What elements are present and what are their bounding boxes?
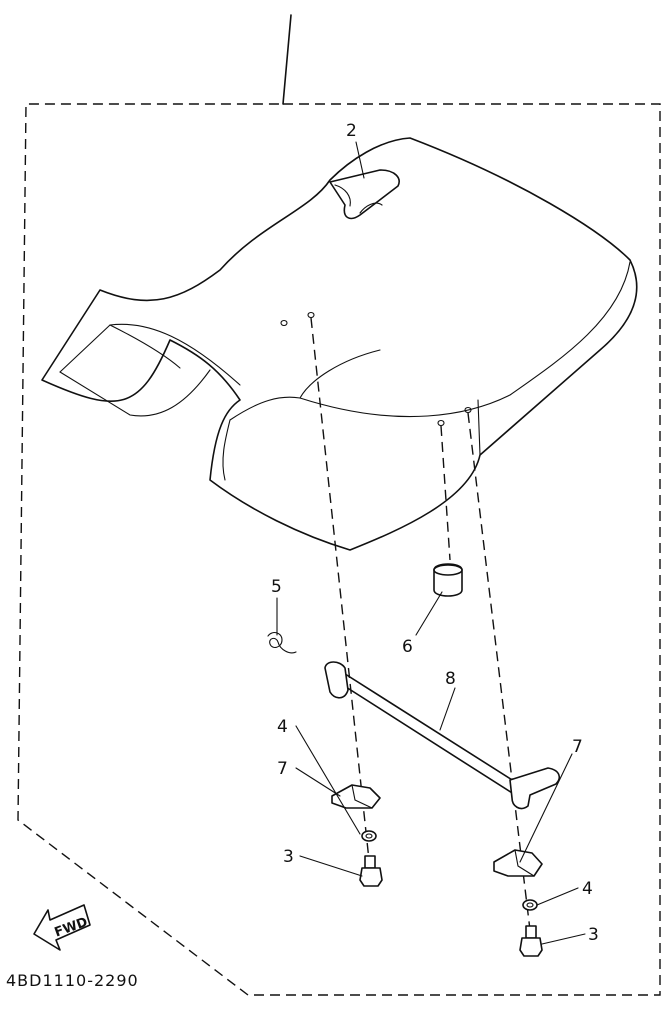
seat-lock-rod xyxy=(324,661,561,810)
callout-4-right: 4 xyxy=(582,879,593,899)
callout-6: 6 xyxy=(402,637,413,657)
callout-5: 5 xyxy=(271,577,282,597)
callout-8: 8 xyxy=(445,669,456,689)
seat-body xyxy=(41,137,638,551)
callout-7-left: 7 xyxy=(277,759,288,779)
callout-2: 2 xyxy=(346,121,357,141)
callout-3-right: 3 xyxy=(588,925,599,945)
seat-strap xyxy=(329,169,400,220)
right-hardware xyxy=(493,849,543,957)
drawing-code: 4BD1110-2290 xyxy=(6,971,139,990)
assembly-guides xyxy=(310,317,531,931)
left-hardware xyxy=(331,784,383,887)
spring-clip xyxy=(267,631,297,654)
callout-4-left: 4 xyxy=(277,717,288,737)
forward-arrow-icon: FWD xyxy=(33,904,91,951)
damper-block xyxy=(433,563,463,597)
callout-7-right: 7 xyxy=(572,737,583,757)
assembly-boundary xyxy=(17,14,661,996)
mounting-holes xyxy=(280,311,472,427)
callout-labels: 2 5 6 8 7 4 3 7 4 3 xyxy=(271,121,599,945)
leader-lines xyxy=(276,141,586,945)
callout-3-left: 3 xyxy=(283,847,294,867)
